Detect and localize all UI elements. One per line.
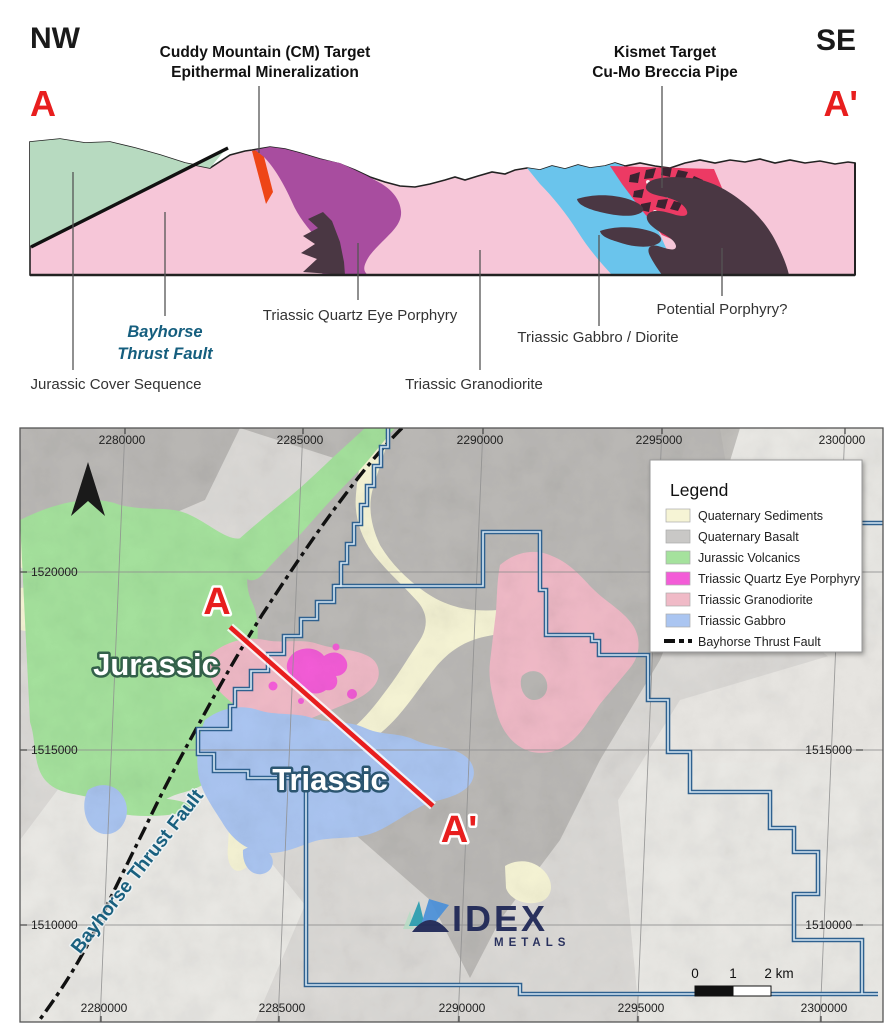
legend-swatch-basalt [665,529,691,544]
grid-bottom-0: 2280000 [81,1001,128,1015]
section-dark-arm-lower [600,227,662,247]
scale-0: 0 [691,966,699,981]
section-unit-labels: Bayhorse Thrust Fault Triassic Quartz Ey… [31,301,788,393]
scale-1: 1 [729,966,737,981]
legend-label-sediments: Quaternary Sediments [698,509,823,523]
cuddy-target-line1: Cuddy Mountain (CM) Target [160,44,371,61]
grid-top-0: 2280000 [99,433,146,447]
jurassic-area-label: Jurassic [93,647,219,682]
cross-section: NW SE A A' Cuddy Mountain (CM) Target Ep… [29,22,858,393]
grid-labels: 2280000 2285000 2290000 2295000 2300000 … [31,433,866,1015]
legend-label-gabbro: Triassic Gabbro [698,614,786,628]
grid-left-1: 1515000 [31,743,78,757]
legend-swatch-volcanics [665,550,691,565]
grid-bottom-4: 2300000 [801,1001,848,1015]
section-dark-body-left [301,212,345,275]
kismet-target-line1: Kismet Target [614,44,716,61]
legend-items: Quaternary Sediments Quaternary Basalt J… [664,508,861,649]
section-quartz-porphyry [255,147,402,275]
legend-swatch-gabbro [665,613,691,628]
claim-boundary [195,428,883,997]
triassic-area-label: Triassic [272,762,387,797]
scale-2km: 2 km [764,966,793,981]
bayhorse-label-line2: Thrust Fault [117,345,214,363]
map-a-label: A [203,581,230,623]
grid-top-4: 2300000 [819,433,866,447]
section-dark-porphyry [645,177,789,275]
kismet-target-line2: Cu-Mo Breccia Pipe [592,64,738,81]
grid-ticks [20,428,863,1022]
legend-label-qporphyry: Triassic Quartz Eye Porphyry [698,572,861,586]
section-thrust-fault-line [30,146,229,249]
legend-label-granodiorite: Triassic Granodiorite [698,593,813,607]
grid-bottom-2: 2290000 [439,1001,486,1015]
orientation-se: SE [816,24,856,57]
section-epithermal-zone [252,149,273,204]
section-a2-label: A' [823,83,858,124]
grid-bottom-3: 2295000 [618,1001,665,1015]
section-line [228,625,435,808]
bayhorse-label-line1: Bayhorse [127,323,202,341]
section-leader-lines [72,86,723,370]
legend-label-basalt: Quaternary Basalt [698,530,799,544]
legend-swatch-sediments [665,508,691,523]
scale-bar: 0 1 2 km [691,966,794,997]
grid-left-0: 1520000 [31,565,78,579]
section-dark-arm-upper [577,195,644,216]
map-thrust-fault-line [36,428,404,1022]
legend-swatch-qporphyry [665,571,691,586]
grid-top-3: 2295000 [636,433,683,447]
gabbro-diorite-label: Triassic Gabbro / Diorite [517,329,678,346]
section-jurassic-cover [30,139,225,246]
grid-top-2: 2290000 [457,433,504,447]
orientation-nw: NW [30,22,81,55]
map-border [19,427,884,1023]
north-arrow-icon [71,462,105,516]
granodiorite-label: Triassic Granodiorite [405,376,543,393]
potential-porphyry-label: Potential Porphyry? [657,301,788,318]
grid-bottom-1: 2285000 [259,1001,306,1015]
map-legend: Legend Quaternary Sediments Quaternary B… [649,459,863,653]
map-a2-label: A' [441,809,477,851]
target-titles: Cuddy Mountain (CM) Target Epithermal Mi… [160,44,738,81]
section-gabbro [527,163,678,275]
grid-right-1: 1510000 [805,918,852,932]
section-a-label: A [30,83,56,124]
logo-sub: METALS [494,937,570,949]
logo-name: IDEX [452,898,548,939]
grid-right-0: 1515000 [805,743,852,757]
quartz-porphyry-label: Triassic Quartz Eye Porphyry [263,307,458,324]
grid-left-2: 1510000 [31,918,78,932]
grid-top-1: 2285000 [277,433,324,447]
legend-swatch-granodiorite [665,592,691,607]
idex-metals-logo: IDEX METALS [403,898,570,949]
cuddy-target-line2: Epithermal Mineralization [171,64,359,81]
jurassic-cover-label: Jurassic Cover Sequence [31,376,202,393]
legend-title: Legend [670,480,728,500]
legend-label-volcanics: Jurassic Volcanics [698,551,800,565]
geology-map: A A' Jurassic Triassic Bayhorse Thrust F… [20,428,883,1022]
legend-label-fault: Bayhorse Thrust Fault [698,635,821,649]
